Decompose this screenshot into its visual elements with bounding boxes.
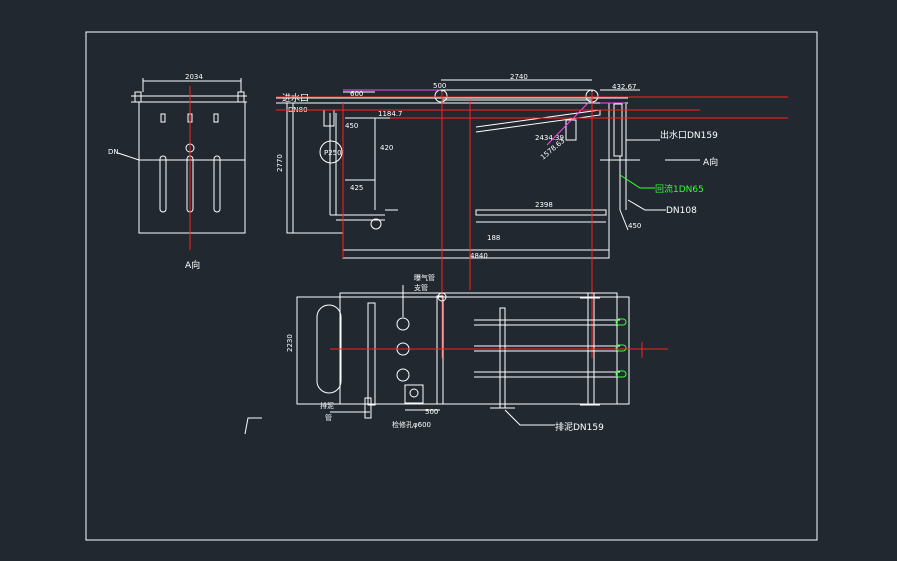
direction-label: A向 <box>703 156 718 168</box>
drawing-frame <box>85 31 818 541</box>
end-view-width-dim: 2034 <box>185 73 203 81</box>
svg-text:支管: 支管 <box>414 283 428 292</box>
svg-text:500: 500 <box>425 408 438 416</box>
outlet-label: 出水口DN159 <box>660 129 718 141</box>
inspection-hatch <box>404 384 424 404</box>
dn108-label: DN108 <box>666 206 697 216</box>
svg-text:432.67: 432.67 <box>612 83 637 91</box>
pump-symbol <box>319 140 343 164</box>
tank-body <box>342 102 610 259</box>
top-span-dim: 2740 <box>510 73 528 81</box>
svg-text:425: 425 <box>350 184 363 192</box>
svg-text:2398: 2398 <box>535 201 553 209</box>
end-view: 2034 DN A向 <box>108 73 247 271</box>
overall-length-dim: 4840 <box>470 252 488 260</box>
svg-text:500: 500 <box>433 82 446 90</box>
aeration-pipe-label: 曝气管 <box>414 273 435 282</box>
svg-text:188: 188 <box>487 234 500 242</box>
return-flow-label: 回流1DN65 <box>655 183 704 195</box>
svg-text:2434.39: 2434.39 <box>535 134 564 142</box>
end-view-caption: A向 <box>185 259 200 271</box>
left-end-circle <box>434 89 448 103</box>
svg-text:600: 600 <box>350 90 363 98</box>
svg-text:2230: 2230 <box>286 334 294 352</box>
svg-text:管: 管 <box>325 413 332 422</box>
svg-text:1184.7: 1184.7 <box>378 110 403 118</box>
end-view-slot-3 <box>213 155 221 213</box>
svg-text:450: 450 <box>345 122 358 130</box>
bottom-collector <box>475 209 607 216</box>
end-view-slot-1 <box>159 155 167 213</box>
height-dim: 2770 <box>276 154 284 172</box>
plan-view: 曝气管 支管 500 检修孔φ600 排泥 管 2230 排泥DN159 <box>244 273 668 435</box>
svg-text:420: 420 <box>380 144 393 152</box>
sludge-dn159-label: 排泥DN159 <box>555 421 604 433</box>
svg-text:DN: DN <box>108 148 119 156</box>
sludge-pipe-label: 排泥 <box>320 401 334 410</box>
elevation-view: 进水口 DN80 P250 1184.7 600 420 425 2740 43… <box>276 73 788 358</box>
inspection-hatch-label: 检修孔φ600 <box>392 420 431 429</box>
svg-text:P250: P250 <box>324 149 342 157</box>
inlet-label: 进水口 <box>282 92 309 104</box>
svg-text:450: 450 <box>628 222 641 230</box>
